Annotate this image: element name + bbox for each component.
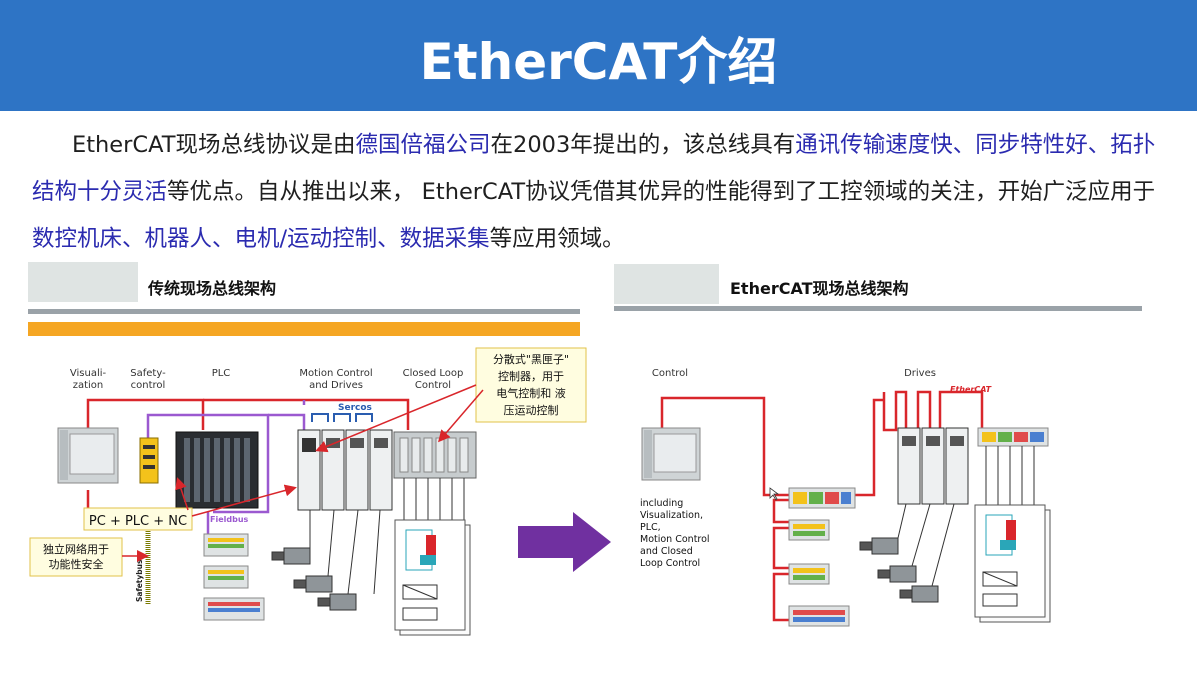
callout-black-box-text: 分散式"黑匣子"控制器，用于电气控制和 液压运动控制	[493, 352, 569, 417]
title-bar: EtherCAT介绍	[0, 0, 1197, 111]
motion-drives-icon	[297, 429, 393, 511]
page-title: EtherCAT介绍	[419, 33, 778, 91]
intro-paragraph: EtherCAT现场总线协议是由德国倍福公司在2003年提出的，该总线具有通讯传…	[32, 122, 1162, 263]
right-panel-heading: EtherCAT现场总线架构	[730, 279, 909, 298]
callout-functional-safety	[29, 537, 123, 577]
label-safetybus: Safetybus	[135, 559, 144, 602]
label-ethercat: EtherCAT	[950, 385, 992, 394]
label-drives: Drives	[904, 368, 936, 379]
intro-text-3: 等优点。自从推出以来， EtherCAT协议凭借其优异的性能得到了工控领域的关注…	[167, 179, 1156, 205]
traditional-architecture-diagram: Visuali-zation Safety-control PLC Motion…	[29, 347, 587, 636]
ethercat-io-terminal-icon	[977, 427, 1049, 505]
right-panel-header: EtherCAT现场总线架构	[614, 264, 1142, 332]
label-safety-control: Safety-control	[130, 368, 166, 391]
callout-functional-safety-text: 独立网络用于功能性安全	[43, 542, 109, 571]
callout-black-box	[475, 347, 587, 423]
intro-text-1: EtherCAT现场总线协议是由	[72, 132, 356, 158]
hydraulic-schematic-icon	[394, 519, 471, 636]
ethercat-hydraulic-schematic-icon	[974, 504, 1051, 623]
intro-highlight-features: 通讯传输速度快、同步特性好、拓扑结构十分灵活	[32, 132, 1156, 205]
intro-text-4: 等应用领域。	[489, 226, 625, 252]
intro-text-2: 在2003年提出的，该总线具有	[490, 132, 796, 158]
ethercat-motor-icons	[859, 537, 939, 603]
label-plc: PLC	[212, 368, 231, 379]
mouse-cursor-icon	[769, 487, 780, 501]
ethercat-drives-icon	[897, 427, 969, 505]
safety-controller-icon	[139, 437, 159, 484]
control-pc-icon	[641, 427, 701, 481]
intro-highlight-applications: 数控机床、机器人、电机/运动控制、数据采集	[32, 226, 490, 252]
left-panel-heading: 传统现场总线架构	[148, 279, 277, 298]
monitor-icon	[57, 427, 119, 484]
intro-highlight-company: 德国倍福公司	[355, 132, 491, 158]
ethercat-io-modules-icon	[788, 487, 856, 627]
label-sercos: Sercos	[338, 403, 372, 413]
transition-arrow-icon	[518, 512, 611, 572]
io-module-icons	[203, 533, 265, 621]
closed-loop-rack-icon	[393, 431, 477, 520]
pc-plc-nc-label: PC + PLC + NC	[89, 514, 187, 529]
left-panel-header: 传统现场总线架构	[28, 262, 580, 336]
label-visualization: Visuali-zation	[70, 368, 107, 391]
servo-motor-icons	[271, 547, 357, 611]
plc-rack-icon	[175, 431, 259, 509]
label-control: Control	[652, 368, 688, 379]
label-fieldbus: Fieldbus	[210, 515, 249, 524]
pc-plc-nc-box	[83, 507, 193, 531]
